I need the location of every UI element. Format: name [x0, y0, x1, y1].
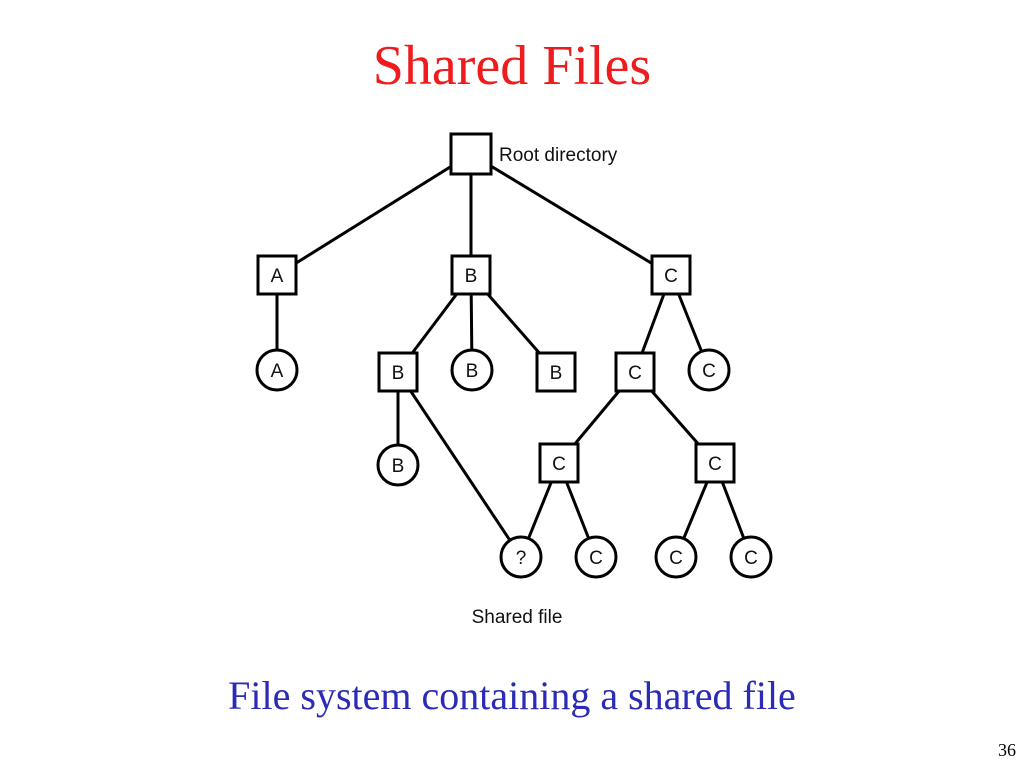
node-label: A: [271, 361, 284, 382]
directory-node-dir_a: A: [256, 254, 298, 296]
file-circle: [687, 348, 731, 392]
edge-root-dir_a: [276, 152, 472, 277]
node-label: B: [465, 266, 478, 287]
file-node-file_c2: C: [574, 535, 618, 579]
directory-box: [256, 254, 298, 296]
node-label: C: [628, 363, 642, 384]
node-label: B: [466, 361, 479, 382]
file-circle: [499, 535, 543, 579]
directory-node-root: [449, 132, 493, 176]
directory-box: [694, 442, 736, 484]
directory-node-dir_b3: B: [535, 351, 577, 393]
directory-node-dir_c: C: [650, 254, 692, 296]
file-circle: [450, 348, 494, 392]
tree-nodes: A B C A B B B C C B C C? C C C: [255, 132, 773, 579]
root-directory-annotation: Root directory: [499, 145, 618, 166]
slide-caption: File system containing a shared file: [228, 673, 796, 718]
node-label: ?: [516, 548, 527, 569]
node-label: C: [702, 361, 716, 382]
edge-root-dir_c: [470, 152, 672, 277]
file-node-file_b2: B: [376, 443, 420, 487]
tree-edges: [275, 152, 753, 558]
directory-node-dir_c2: C: [614, 351, 656, 393]
file-circle: [729, 535, 773, 579]
directory-box: [449, 132, 493, 176]
directory-box: [650, 254, 692, 296]
directory-node-dir_b2: B: [377, 351, 419, 393]
page-number: 36: [998, 740, 1016, 760]
file-node-file_a: A: [255, 348, 299, 392]
node-label: C: [552, 454, 566, 475]
directory-box: [535, 351, 577, 393]
node-label: B: [550, 363, 563, 384]
file-circle: [255, 348, 299, 392]
file-node-shared_file: ?: [499, 535, 543, 579]
node-label: C: [589, 548, 603, 569]
directory-node-dir_c3: C: [538, 442, 580, 484]
file-circle: [376, 443, 420, 487]
file-node-file_b1: B: [450, 348, 494, 392]
file-node-file_c1: C: [687, 348, 731, 392]
directory-node-dir_c4: C: [694, 442, 736, 484]
directory-box: [450, 254, 492, 296]
file-node-file_c4: C: [729, 535, 773, 579]
shared-file-annotation: Shared file: [472, 607, 563, 628]
directory-box: [614, 351, 656, 393]
node-label: B: [392, 363, 405, 384]
file-circle: [654, 535, 698, 579]
slide-title: Shared Files: [372, 35, 652, 97]
file-circle: [574, 535, 618, 579]
directory-box: [538, 442, 580, 484]
directory-box: [377, 351, 419, 393]
node-label: C: [669, 548, 683, 569]
node-label: C: [708, 454, 722, 475]
edge-dir_b2-shared_file: [396, 371, 523, 558]
node-label: A: [271, 266, 284, 287]
node-label: C: [744, 548, 758, 569]
file-node-file_c3: C: [654, 535, 698, 579]
node-label: B: [392, 456, 405, 477]
file-system-tree-diagram: A B C A B B B C C B C C? C C C Root directory Shared f…: [255, 132, 773, 628]
directory-node-dir_b: B: [450, 254, 492, 296]
node-label: C: [664, 266, 678, 287]
